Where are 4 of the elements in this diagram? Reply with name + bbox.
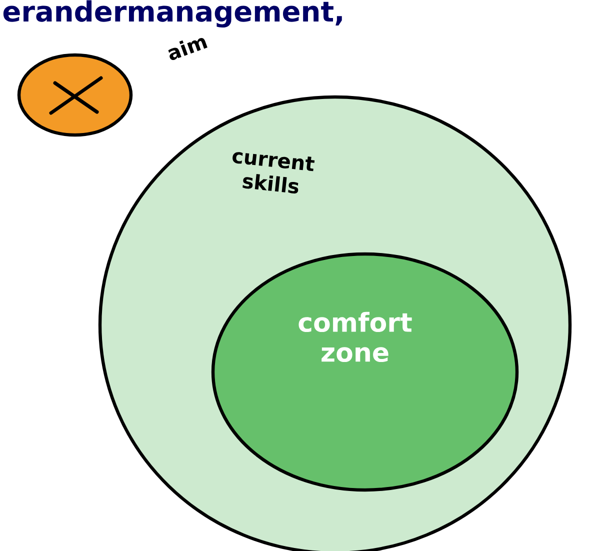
node-label: current skills <box>232 152 315 194</box>
node-label: comfort zone <box>298 312 412 362</box>
beside-label: aim <box>168 38 208 60</box>
title: erandermanagement, <box>3 0 342 28</box>
